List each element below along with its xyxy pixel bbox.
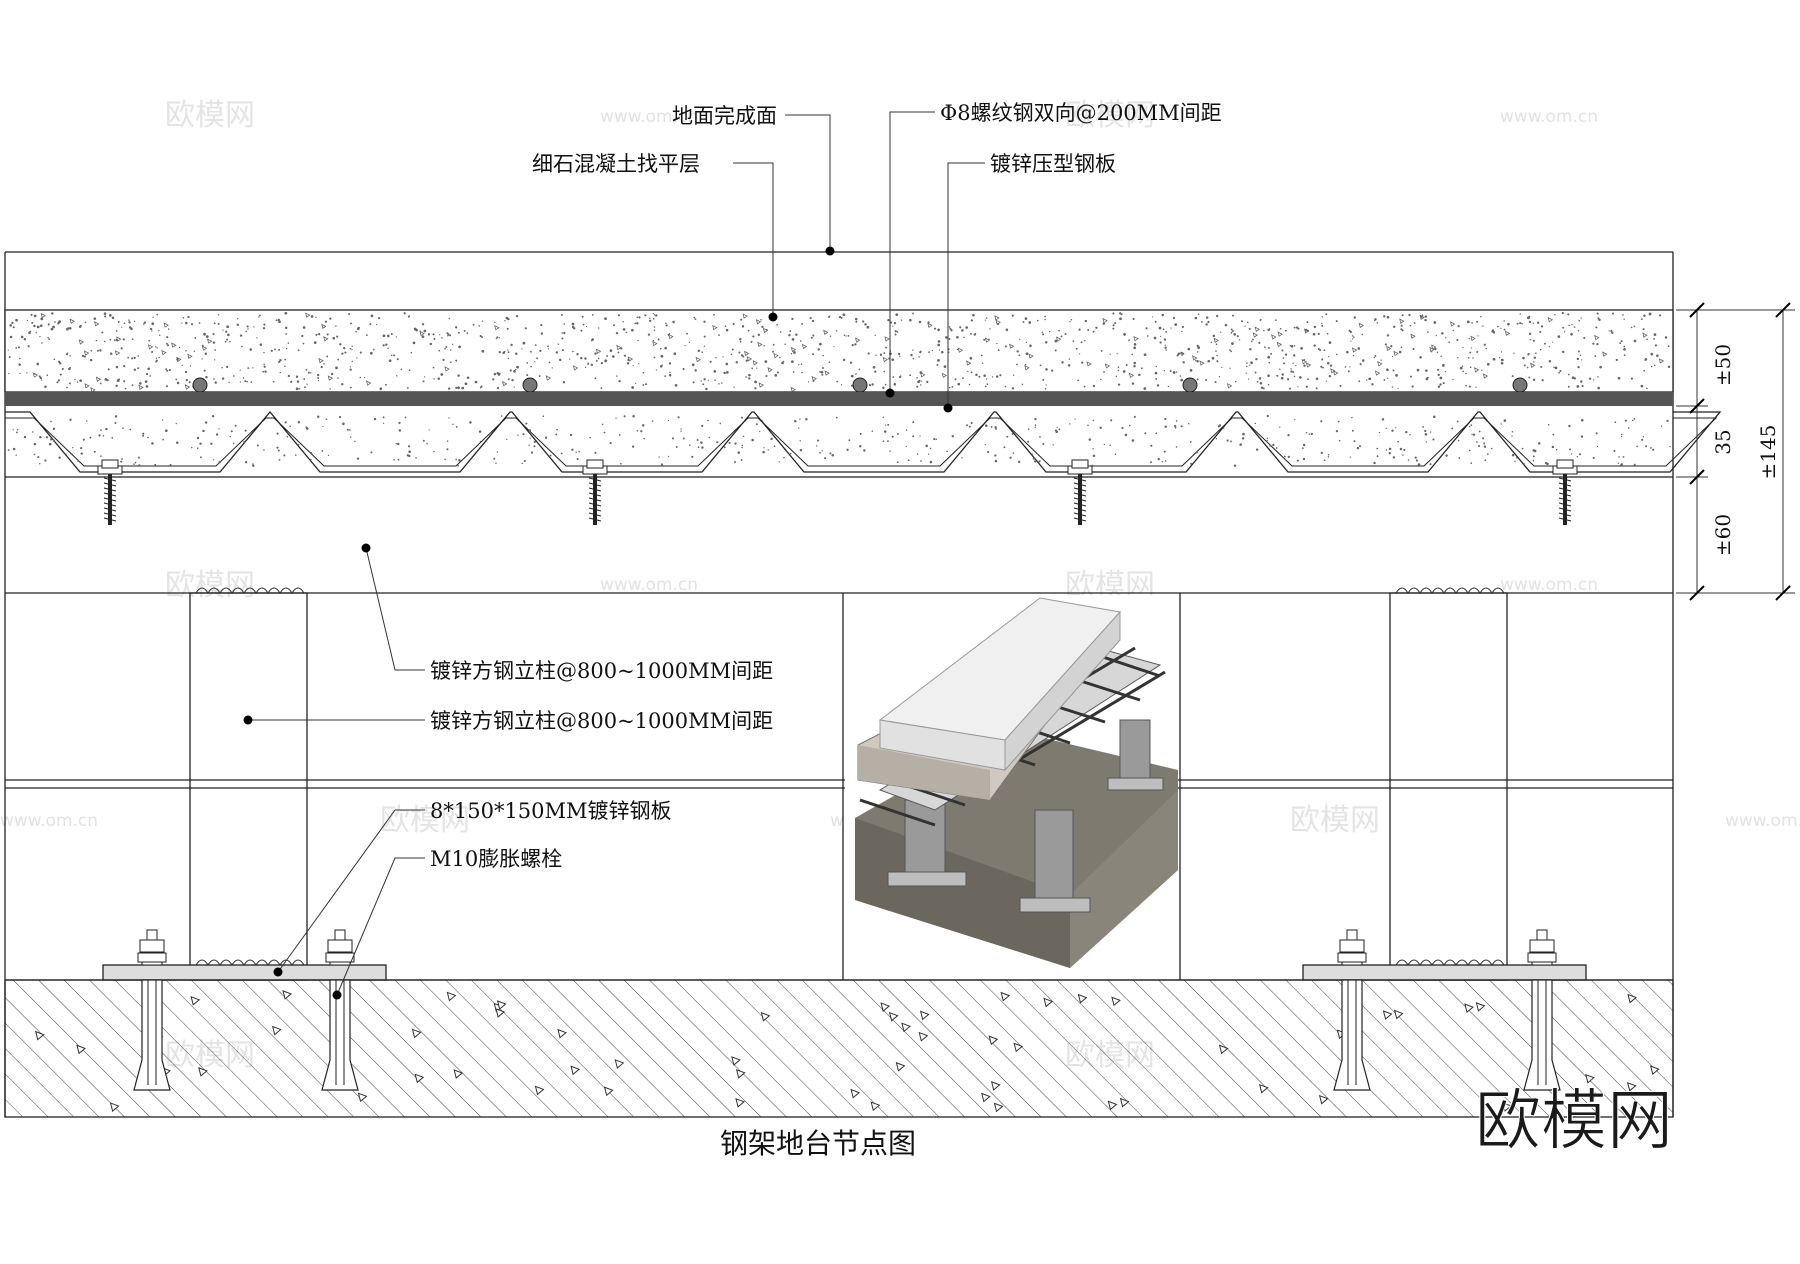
svg-text:欧模网: 欧模网 bbox=[380, 803, 470, 838]
callout-leveling-layer: 细石混凝土找平层 bbox=[532, 152, 700, 176]
ground-slab bbox=[4, 979, 1674, 1118]
svg-text:欧模网: 欧模网 bbox=[1290, 803, 1380, 838]
svg-text:欧模网: 欧模网 bbox=[1065, 98, 1155, 133]
galvanized-deck-plate bbox=[5, 392, 1722, 478]
leader-lines bbox=[243, 111, 985, 1000]
weld-bottom-left bbox=[195, 959, 305, 966]
callout-post-2: 镀锌方钢立柱@800~1000MM间距 bbox=[430, 709, 773, 733]
dim-total: ±145 bbox=[1756, 425, 1780, 480]
isometric-render bbox=[845, 595, 1178, 978]
callout-base-plate: 8*150*150MM镀锌钢板 bbox=[430, 799, 672, 823]
self-tapping-screw bbox=[1067, 459, 1093, 525]
rebar-section bbox=[1182, 377, 1198, 393]
rebar-section bbox=[852, 377, 868, 393]
rebar-section bbox=[1512, 377, 1528, 393]
svg-text:www.om.cn: www.om.cn bbox=[600, 107, 698, 127]
anchor-bolts bbox=[133, 929, 1561, 1091]
callout-finish-surface: 地面完成面 bbox=[672, 104, 777, 128]
svg-text:欧模网: 欧模网 bbox=[165, 568, 255, 603]
weld-top-right bbox=[1395, 587, 1505, 594]
brand-logo: 欧模网 bbox=[1475, 1082, 1673, 1159]
render-steel-posts bbox=[887, 719, 1164, 913]
svg-text:www.om.cn: www.om.cn bbox=[1725, 811, 1800, 831]
rebar-section bbox=[192, 377, 208, 393]
dim-top-layer: ±50 bbox=[1711, 344, 1735, 386]
base-plates bbox=[102, 964, 1587, 981]
self-tapping-screws bbox=[97, 459, 1578, 525]
callout-deck-plate: 镀锌压型钢板 bbox=[990, 152, 1116, 176]
dim-deck: 35 bbox=[1711, 429, 1735, 454]
self-tapping-screw bbox=[582, 459, 608, 525]
callout-post-1: 镀锌方钢立柱@800~1000MM间距 bbox=[430, 659, 773, 683]
weld-bottom-right bbox=[1395, 959, 1505, 966]
expansion-anchor-bolt bbox=[1333, 929, 1371, 1091]
self-tapping-screw bbox=[1552, 459, 1578, 525]
dimension-chain: ±50 35 ±60 ±145 bbox=[1676, 302, 1795, 601]
self-tapping-screw bbox=[97, 459, 123, 525]
weld-top-left bbox=[195, 587, 305, 594]
steel-frame bbox=[5, 587, 1673, 981]
dim-bottom: ±60 bbox=[1711, 514, 1735, 556]
svg-text:www.om.cn: www.om.cn bbox=[1500, 575, 1598, 595]
svg-text:www.om.cn: www.om.cn bbox=[600, 575, 698, 595]
expansion-anchor-bolt bbox=[1523, 929, 1561, 1091]
svg-text:欧模网: 欧模网 bbox=[165, 98, 255, 133]
svg-text:www.om.cn: www.om.cn bbox=[1500, 107, 1598, 127]
svg-text:www.om.cn: www.om.cn bbox=[0, 811, 98, 831]
drawing-caption: 钢架地台节点图 bbox=[720, 1127, 916, 1160]
leveling-concrete-layer bbox=[4, 309, 1674, 393]
callout-rebar: Φ8螺纹钢双向@200MM间距 bbox=[940, 101, 1222, 125]
rebar-group bbox=[192, 377, 1528, 393]
callout-labels: 地面完成面 细石混凝土找平层 Φ8螺纹钢双向@200MM间距 镀锌压型钢板 镀锌… bbox=[430, 101, 1222, 871]
steel-post-right bbox=[1389, 592, 1508, 981]
callout-anchor-bolt: M10膨胀螺栓 bbox=[430, 847, 562, 871]
expansion-anchor-bolt bbox=[321, 929, 359, 1091]
expansion-anchor-bolt bbox=[133, 929, 171, 1091]
steel-post-left bbox=[189, 592, 308, 981]
rebar-section bbox=[522, 377, 538, 393]
